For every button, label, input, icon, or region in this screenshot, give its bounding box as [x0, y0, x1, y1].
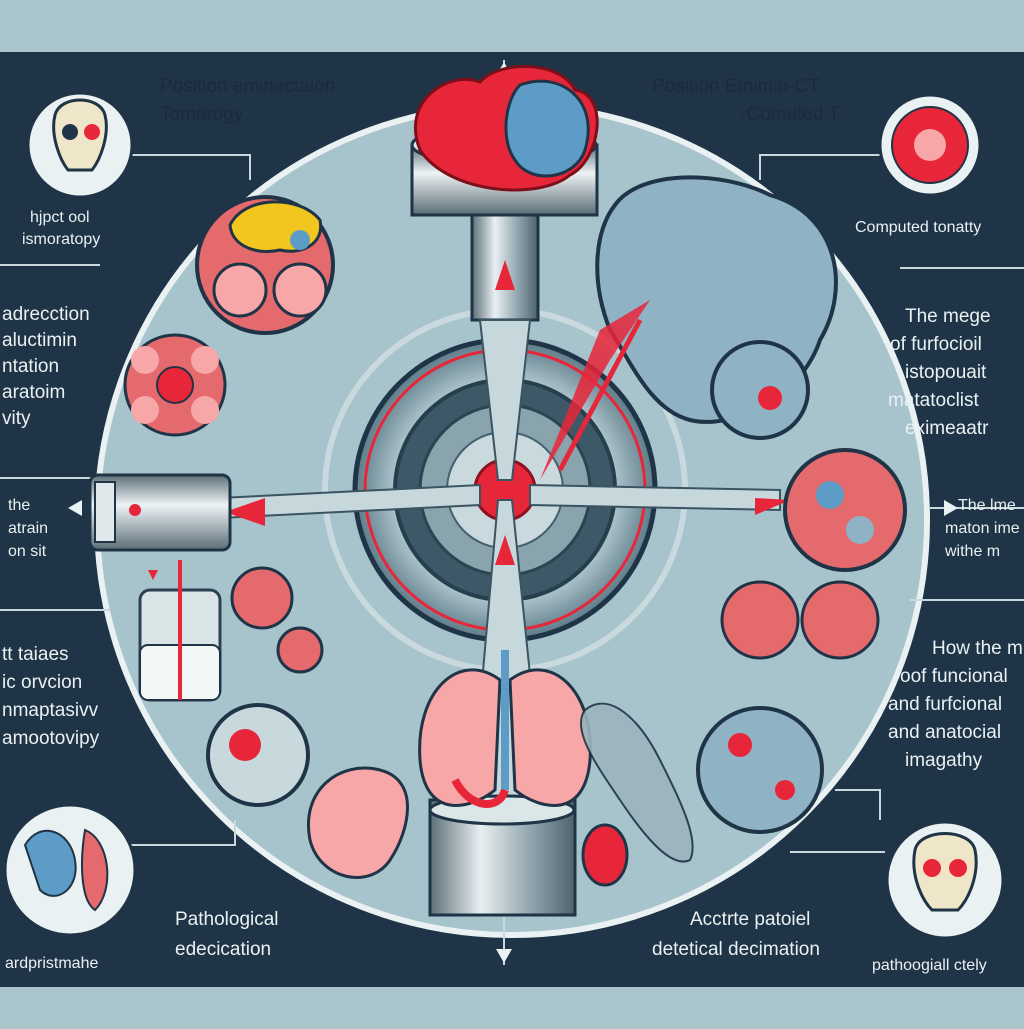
label-text: Position eminectaion — [160, 76, 335, 97]
label-top-left: Position eminectaion Tomarogy — [160, 76, 335, 125]
tissue-cell-icon-right — [579, 448, 907, 887]
label-text: The mege — [905, 306, 991, 327]
label-text: The lme — [958, 497, 1016, 514]
upper-beam — [478, 319, 532, 481]
label-text: istopouait — [905, 362, 987, 383]
tissue-cell-icon-bottom-left — [3, 803, 137, 937]
brain-icon-right — [540, 175, 838, 480]
label-text: oof funcional — [900, 666, 1008, 687]
label-text: withe m — [944, 543, 1000, 560]
label-left-upper: hjpct ool ismoratopy — [22, 209, 100, 248]
label-text: matatoclist — [888, 390, 980, 411]
label-text: How the m — [932, 638, 1023, 659]
label-text: atrain — [8, 520, 48, 537]
label-text: hjpct ool — [30, 209, 90, 226]
label-text: vity — [2, 408, 31, 429]
label-right-lower: The lme maton ime withe m — [944, 497, 1020, 560]
label-text: Tomarogy — [160, 104, 244, 125]
skull-icon-top-left — [26, 91, 134, 199]
label-text: Position Emimin-CT — [652, 76, 820, 97]
label-top-right: Position Emimin-CT -Comuted T — [652, 76, 840, 125]
label-text: Pathological — [175, 909, 279, 930]
beam-arrows — [225, 260, 790, 565]
tissue-cell-icon-left — [123, 333, 227, 437]
label-left-middle: adrecction aluctimin ntation aratoim vit… — [2, 304, 90, 429]
label-bottom-left-small: ardpristmahe — [5, 955, 98, 972]
label-bottom-right-small: pathoogiall ctely — [872, 957, 987, 974]
label-text: ic orvcion — [2, 672, 82, 693]
tissue-cell-icon-top-right — [878, 93, 982, 197]
label-text: detetical decimation — [652, 939, 820, 960]
label-bottom-center-right: Acctrte patoiel detetical decimation — [652, 909, 820, 960]
tissue-cell-icon-left-lower — [206, 566, 409, 879]
label-text: of furfocioil — [890, 334, 982, 355]
label-text: Acctrte patoiel — [690, 909, 810, 930]
label-text: aluctimin — [2, 330, 77, 351]
label-text: adrecction — [2, 304, 90, 325]
vial-icon — [138, 560, 222, 702]
label-text: ntation — [2, 356, 59, 377]
label-right-bottom: How the m oof funcional and furfcional a… — [888, 638, 1023, 771]
label-text: aratoim — [2, 382, 65, 403]
label-text: imagathy — [905, 750, 983, 771]
right-beam — [529, 483, 781, 512]
label-text: eximeaatr — [905, 418, 989, 439]
label-text: tt taiaes — [2, 644, 69, 665]
skull-icon-bottom-right — [885, 820, 1005, 940]
label-text: and anatocial — [888, 722, 1001, 743]
label-right-upper: Computed tonatty — [855, 219, 981, 236]
label-right-middle: The mege of furfocioil istopouait matato… — [888, 306, 991, 439]
label-left-bottom: tt taiaes ic orvcion nmaptasivv amootovi… — [2, 644, 100, 749]
label-left-lower: the atrain on sit — [8, 497, 48, 560]
connector-lines — [0, 60, 1024, 965]
lungs-icon — [418, 650, 592, 808]
syringe-icon — [88, 473, 232, 552]
brain-icon-top — [410, 65, 599, 217]
tissue-cell-icon-top-left — [195, 195, 335, 335]
label-text: -Comuted T — [740, 104, 840, 125]
label-text: and furfcional — [888, 694, 1002, 715]
label-text: on sit — [8, 543, 47, 560]
label-text: maton ime — [945, 520, 1020, 537]
label-text: ismoratopy — [22, 231, 100, 248]
label-bottom-center-left: Pathological edecication — [175, 909, 279, 960]
label-text: edecication — [175, 939, 271, 960]
label-text: the — [8, 497, 30, 514]
label-text: amootovipy — [2, 728, 100, 749]
label-text: nmaptasivv — [2, 700, 99, 721]
